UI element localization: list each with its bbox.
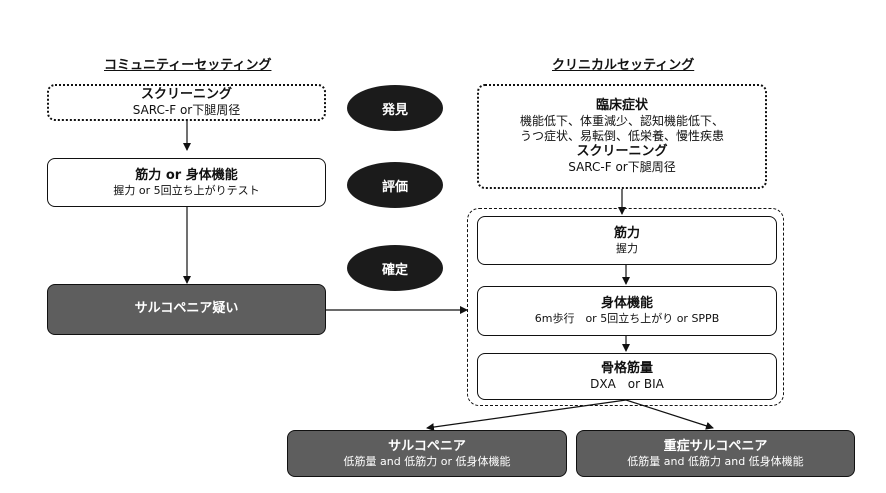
community-assessment-detail: 握力 or 5回立ち上がりテスト: [113, 183, 260, 197]
severe-sarcopenia-outcome-box: 重症サルコペニア 低筋量 and 低筋力 and 低身体機能: [576, 430, 855, 477]
clinical-screening-detail: SARC-F or下腿周径: [568, 160, 676, 175]
community-screening-detail: SARC-F or下腿周径: [132, 103, 241, 118]
clinical-strength-detail: 握力: [616, 241, 638, 255]
community-screening-title: スクリーニング: [140, 86, 232, 102]
stage-find-oval: 発見: [347, 85, 443, 131]
clinical-setting-heading: クリニカルセッティング: [552, 58, 695, 73]
arrow-to-severe-sarcopenia: [625, 399, 714, 430]
sarcopenia-suspected-title: サルコペニア疑い: [134, 301, 239, 317]
clinical-muscle-mass-title: 骨格筋量: [600, 360, 653, 376]
clinical-physical-title: 身体機能: [600, 296, 653, 311]
clinical-screening-title: スクリーニング: [576, 144, 668, 159]
sarcopenia-outcome-box: サルコペニア 低筋量 and 低筋力 or 低身体機能: [287, 430, 567, 477]
clinical-findings-line2: うつ症状、易転倒、低栄養、慢性疾患: [519, 129, 724, 143]
clinical-strength-box: 筋力 握力: [477, 216, 777, 265]
sarcopenia-outcome-detail: 低筋量 and 低筋力 or 低身体機能: [343, 454, 511, 468]
clinical-findings-box: 臨床症状 機能低下、体重減少、認知機能低下、 うつ症状、易転倒、低栄養、慢性疾患…: [477, 84, 767, 189]
stage-confirm-oval: 確定: [347, 245, 443, 291]
arrow-to-sarcopenia: [426, 399, 627, 431]
clinical-findings-line1: 機能低下、体重減少、認知機能低下、: [519, 114, 724, 128]
sarcopenia-outcome-title: サルコペニア: [388, 438, 466, 454]
clinical-strength-title: 筋力: [613, 225, 640, 241]
clinical-muscle-mass-box: 骨格筋量 DXA or BIA: [477, 353, 777, 400]
clinical-physical-detail: 6m歩行 or 5回立ち上がり or SPPB: [534, 312, 720, 326]
clinical-evaluation-group: [467, 208, 784, 406]
community-screening-box: スクリーニング SARC-F or下腿周径: [47, 84, 326, 121]
severe-sarcopenia-outcome-detail: 低筋量 and 低筋力 and 低身体機能: [627, 454, 804, 468]
clinical-muscle-mass-detail: DXA or BIA: [590, 377, 664, 392]
community-assessment-title: 筋力 or 身体機能: [135, 167, 238, 183]
stage-evaluate-oval: 評価: [347, 162, 443, 208]
clinical-findings-title: 臨床症状: [595, 97, 648, 113]
community-setting-heading: コミュニティーセッティング: [104, 58, 272, 73]
severe-sarcopenia-outcome-title: 重症サルコペニア: [663, 438, 768, 454]
community-assessment-box: 筋力 or 身体機能 握力 or 5回立ち上がりテスト: [47, 158, 326, 207]
clinical-physical-box: 身体機能 6m歩行 or 5回立ち上がり or SPPB: [477, 286, 777, 336]
sarcopenia-suspected-box: サルコペニア疑い: [47, 284, 326, 335]
